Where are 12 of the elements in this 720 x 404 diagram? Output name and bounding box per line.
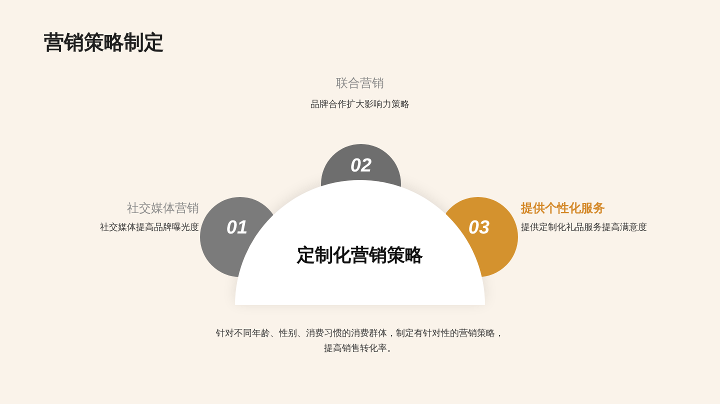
step-number: 02 <box>350 156 372 176</box>
description-text: 针对不同年龄、性别、消费习惯的消费群体，制定有针对性的营销策略，提高销售转化率。 <box>215 327 505 355</box>
item-title: 提供个性化服务 <box>521 200 605 216</box>
item-title: 联合营销 <box>336 75 384 91</box>
item-title: 社交媒体营销 <box>127 200 199 216</box>
item-description: 品牌合作扩大影响力策略 <box>310 98 410 111</box>
item-description: 社交媒体提高品牌曝光度 <box>100 221 199 234</box>
page-title: 营销策略制定 <box>44 31 164 55</box>
center-heading: 定制化营销策略 <box>297 244 423 266</box>
step-number: 01 <box>226 218 248 238</box>
step-number: 03 <box>468 218 490 238</box>
item-description: 提供定制化礼品服务提高满意度 <box>521 221 647 234</box>
